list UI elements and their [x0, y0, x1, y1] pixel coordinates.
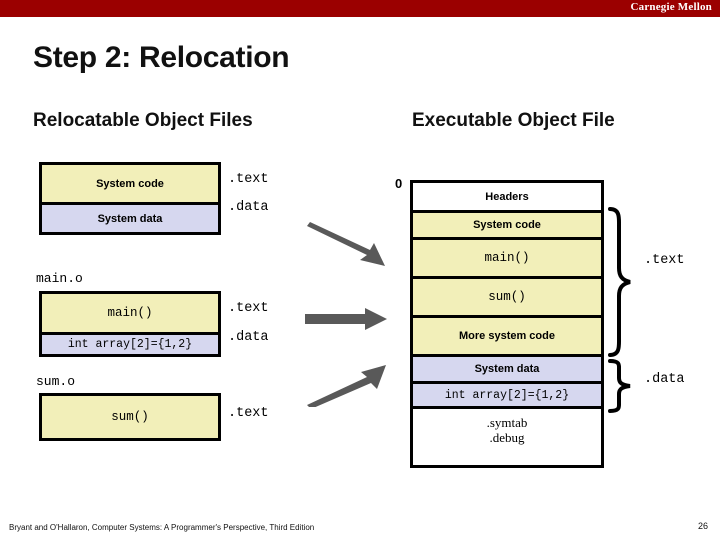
memory-row: .symtab .debug — [413, 406, 601, 453]
memory-row: System code — [42, 165, 218, 202]
system-object-box: System code System data — [39, 162, 221, 235]
page-title: Step 2: Relocation — [33, 41, 290, 74]
memory-row: main() — [42, 294, 218, 332]
memory-row: sum() — [42, 396, 218, 438]
memory-row: System data — [42, 202, 218, 232]
arrow-sum-to-exec — [307, 365, 386, 407]
main-o-object-box: main() int array[2]={1,2} — [39, 291, 221, 357]
section-label-text: .text — [228, 172, 269, 187]
section-label-text: .text — [228, 406, 269, 421]
memory-row: main() — [413, 237, 601, 276]
section-label-text: .text — [644, 253, 685, 268]
section-label-data: .data — [228, 200, 269, 215]
footer-page-number: 26 — [697, 521, 708, 531]
section-label-data: .data — [644, 372, 685, 387]
section-label-text: .text — [228, 301, 269, 316]
heading-relocatable-object-files: Relocatable Object Files — [33, 110, 253, 131]
cmu-banner: Carnegie Mellon — [0, 0, 720, 17]
symtab-label: .symtab — [486, 415, 528, 431]
arrow-main-to-exec — [305, 308, 387, 330]
memory-row: System code — [413, 210, 601, 237]
memory-row: sum() — [413, 276, 601, 315]
memory-row: More system code — [413, 315, 601, 354]
memory-row: int array[2]={1,2} — [42, 332, 218, 354]
origin-address-label: 0 — [395, 176, 403, 191]
debug-label: .debug — [489, 430, 525, 445]
filename-sum-o: sum.o — [36, 374, 76, 389]
brace-data-section — [608, 359, 631, 413]
sum-o-object-box: sum() — [39, 393, 221, 441]
heading-executable-object-file: Executable Object File — [412, 110, 615, 131]
memory-row: Headers — [413, 183, 601, 210]
filename-main-o: main.o — [36, 271, 83, 286]
arrow-system-to-exec — [307, 222, 385, 266]
memory-row: int array[2]={1,2} — [413, 381, 601, 406]
cmu-banner-label: Carnegie Mellon — [630, 1, 712, 13]
executable-object-box: Headers System code main() sum() More sy… — [410, 180, 604, 468]
section-label-data: .data — [228, 330, 269, 345]
brace-text-section — [608, 207, 631, 357]
footer-citation: Bryant and O'Hallaron, Computer Systems:… — [9, 523, 315, 532]
memory-row: System data — [413, 354, 601, 381]
